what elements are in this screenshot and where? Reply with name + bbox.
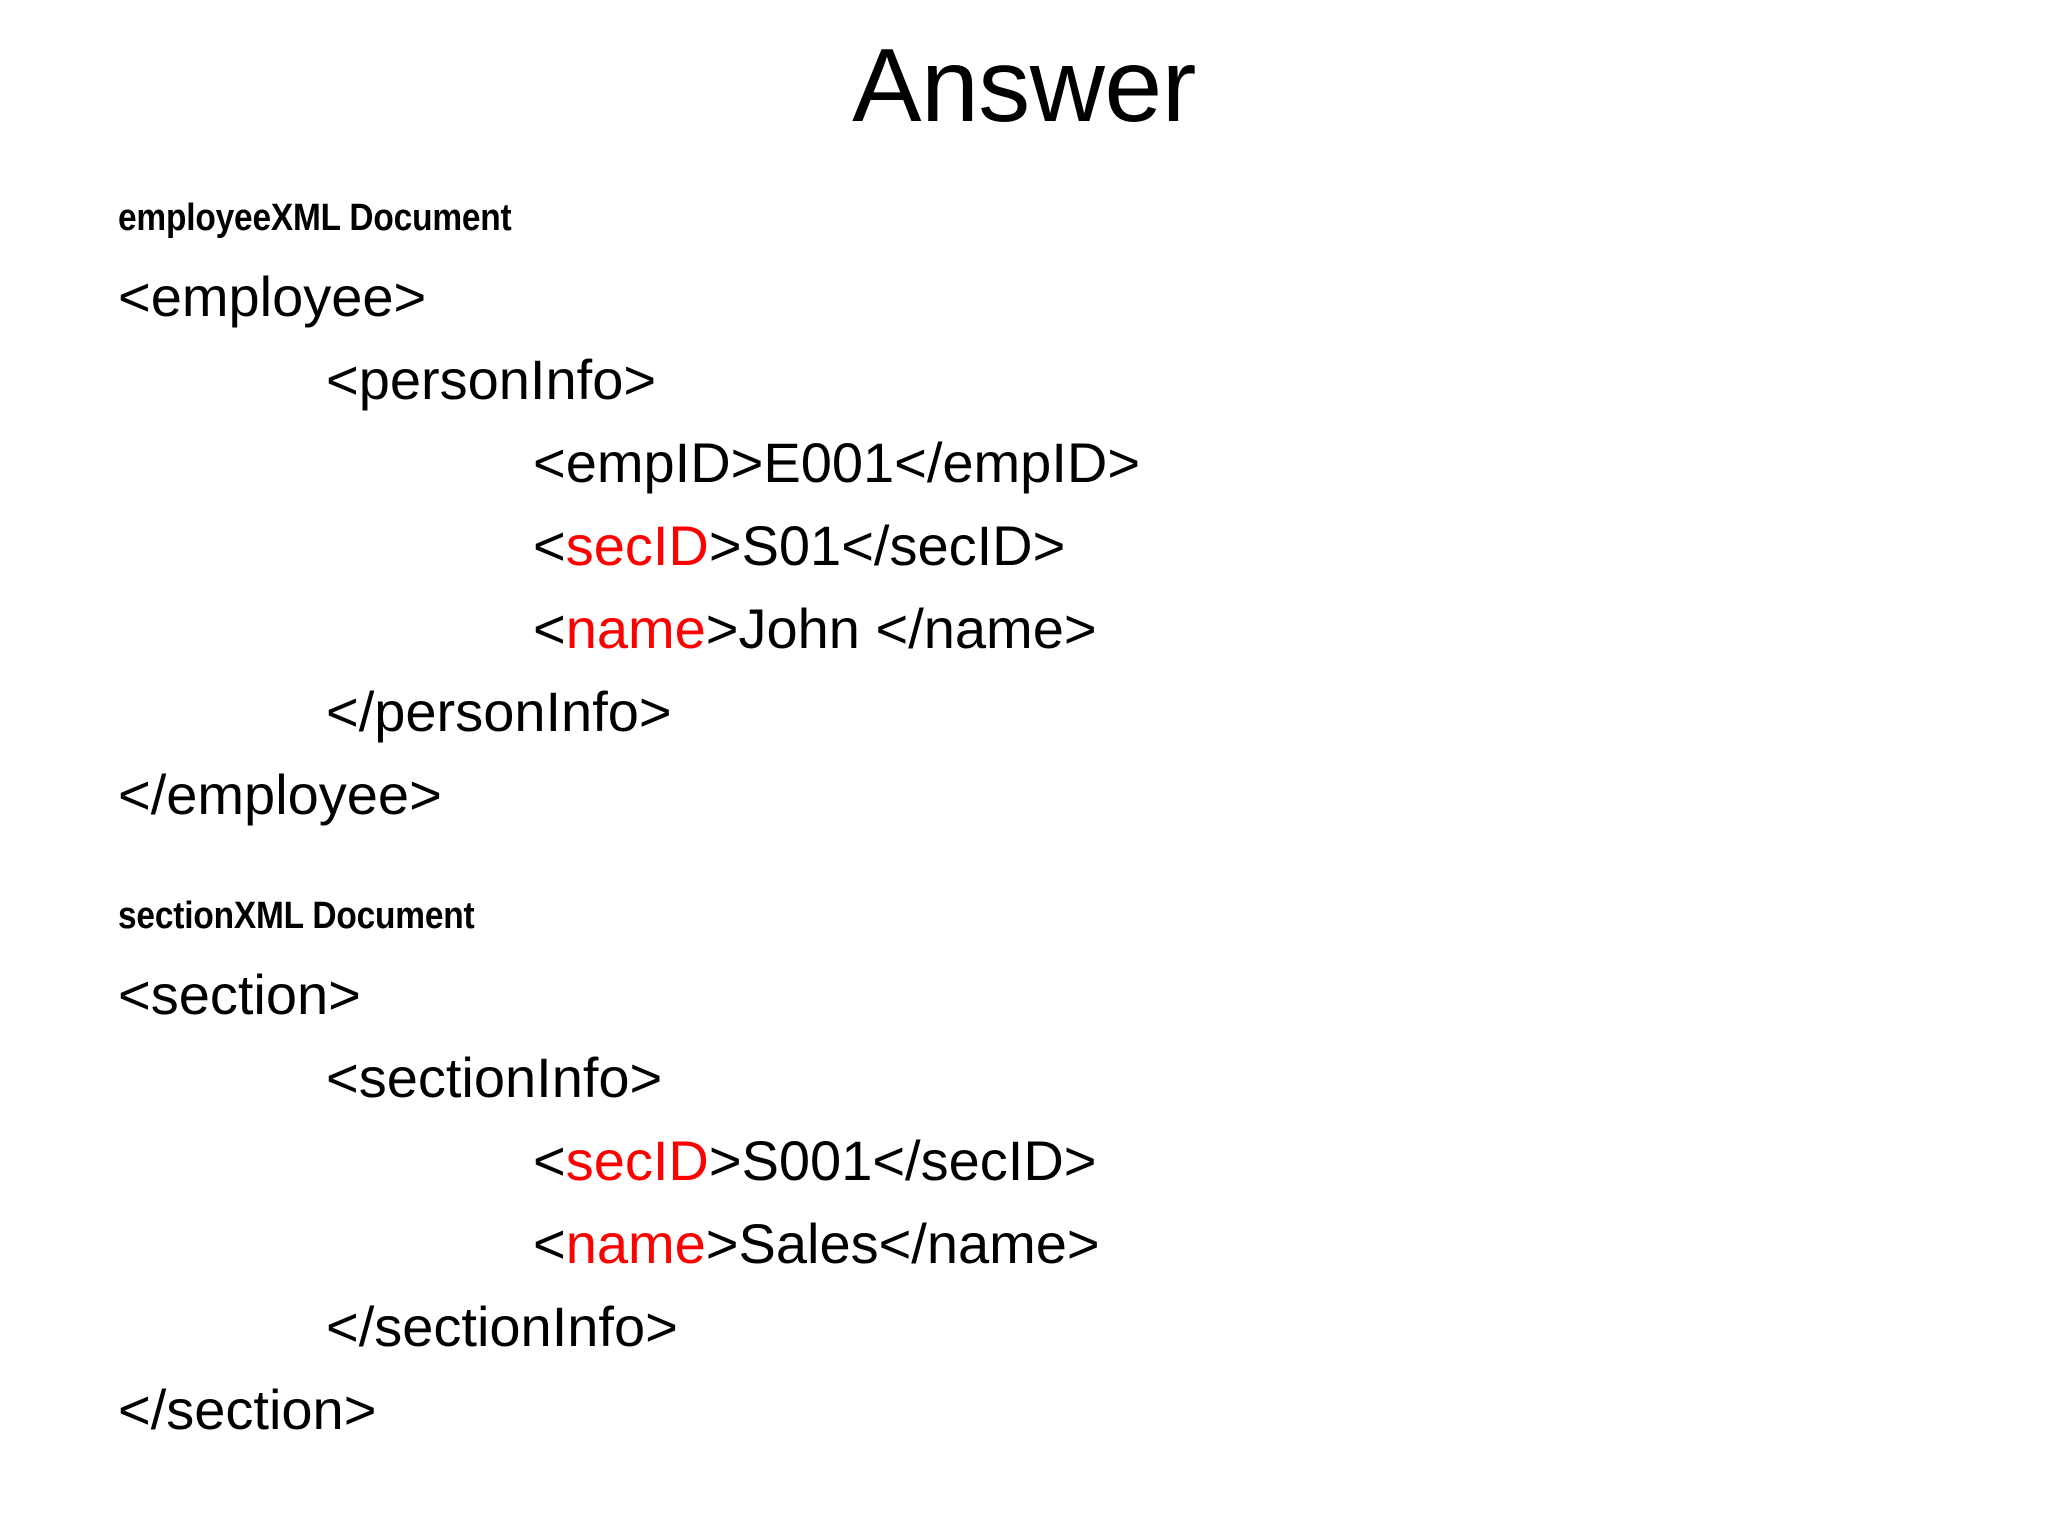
page-title: Answer bbox=[852, 28, 1196, 144]
xml-document-heading: employeeXML Document bbox=[118, 197, 512, 239]
highlighted-tag-name: name bbox=[565, 596, 706, 660]
xml-text: <personInfo> bbox=[326, 347, 657, 411]
highlighted-tag-name: secID bbox=[565, 513, 709, 577]
xml-code-line: </employee> bbox=[118, 753, 1718, 836]
xml-text: < bbox=[533, 513, 566, 577]
xml-code-line: </section> bbox=[118, 1368, 1718, 1451]
xml-text: <section> bbox=[118, 962, 361, 1026]
xml-code-line: </personInfo> bbox=[118, 670, 1718, 753]
xml-text: < bbox=[533, 1128, 566, 1192]
xml-text: < bbox=[533, 1211, 566, 1275]
xml-code-line: <name>John </name> bbox=[118, 587, 1718, 670]
xml-code-block: <section><sectionInfo><secID>S001</secID… bbox=[118, 953, 1718, 1451]
highlighted-tag-name: secID bbox=[565, 1128, 709, 1192]
xml-code-line: <sectionInfo> bbox=[118, 1036, 1718, 1119]
xml-code-line: <name>Sales</name> bbox=[118, 1202, 1718, 1285]
xml-code-line: </sectionInfo> bbox=[118, 1285, 1718, 1368]
xml-text: </employee> bbox=[118, 762, 442, 826]
xml-document-group: sectionXML Document <section> <sectionInfo… bbox=[118, 894, 1718, 1451]
xml-text: </sectionInfo> bbox=[326, 1294, 678, 1358]
xml-document-group: employeeXML Document <employee> <personInf… bbox=[118, 196, 1718, 836]
xml-code-line: <secID>S01</secID> bbox=[118, 504, 1718, 587]
xml-code-line: <personInfo> bbox=[118, 338, 1718, 421]
xml-code-line: <secID>S001</secID> bbox=[118, 1119, 1718, 1202]
xml-text: <empID>E001</empID> bbox=[533, 430, 1141, 494]
xml-code-line: <empID>E001</empID> bbox=[118, 421, 1718, 504]
xml-text: <sectionInfo> bbox=[326, 1045, 663, 1109]
xml-text: >S01</secID> bbox=[708, 513, 1066, 577]
xml-code-block: <employee> <personInfo> <empID>E001</empID… bbox=[118, 255, 1718, 836]
xml-text: >John </name> bbox=[705, 596, 1097, 660]
xml-text: < bbox=[533, 596, 566, 660]
highlighted-tag-name: name bbox=[565, 1211, 706, 1275]
xml-code-line: <section> bbox=[118, 953, 1718, 1036]
slide-body: employeeXML Document <employee> <personInf… bbox=[118, 196, 1718, 1451]
xml-text: </personInfo> bbox=[326, 679, 672, 743]
xml-text: <employee> bbox=[118, 264, 427, 328]
xml-text: >Sales</name> bbox=[705, 1211, 1100, 1275]
xml-document-heading: sectionXML Document bbox=[118, 894, 475, 937]
xml-text: >S001</secID> bbox=[708, 1128, 1097, 1192]
xml-text: </section> bbox=[118, 1377, 377, 1441]
xml-code-line: <employee> bbox=[118, 255, 1718, 338]
